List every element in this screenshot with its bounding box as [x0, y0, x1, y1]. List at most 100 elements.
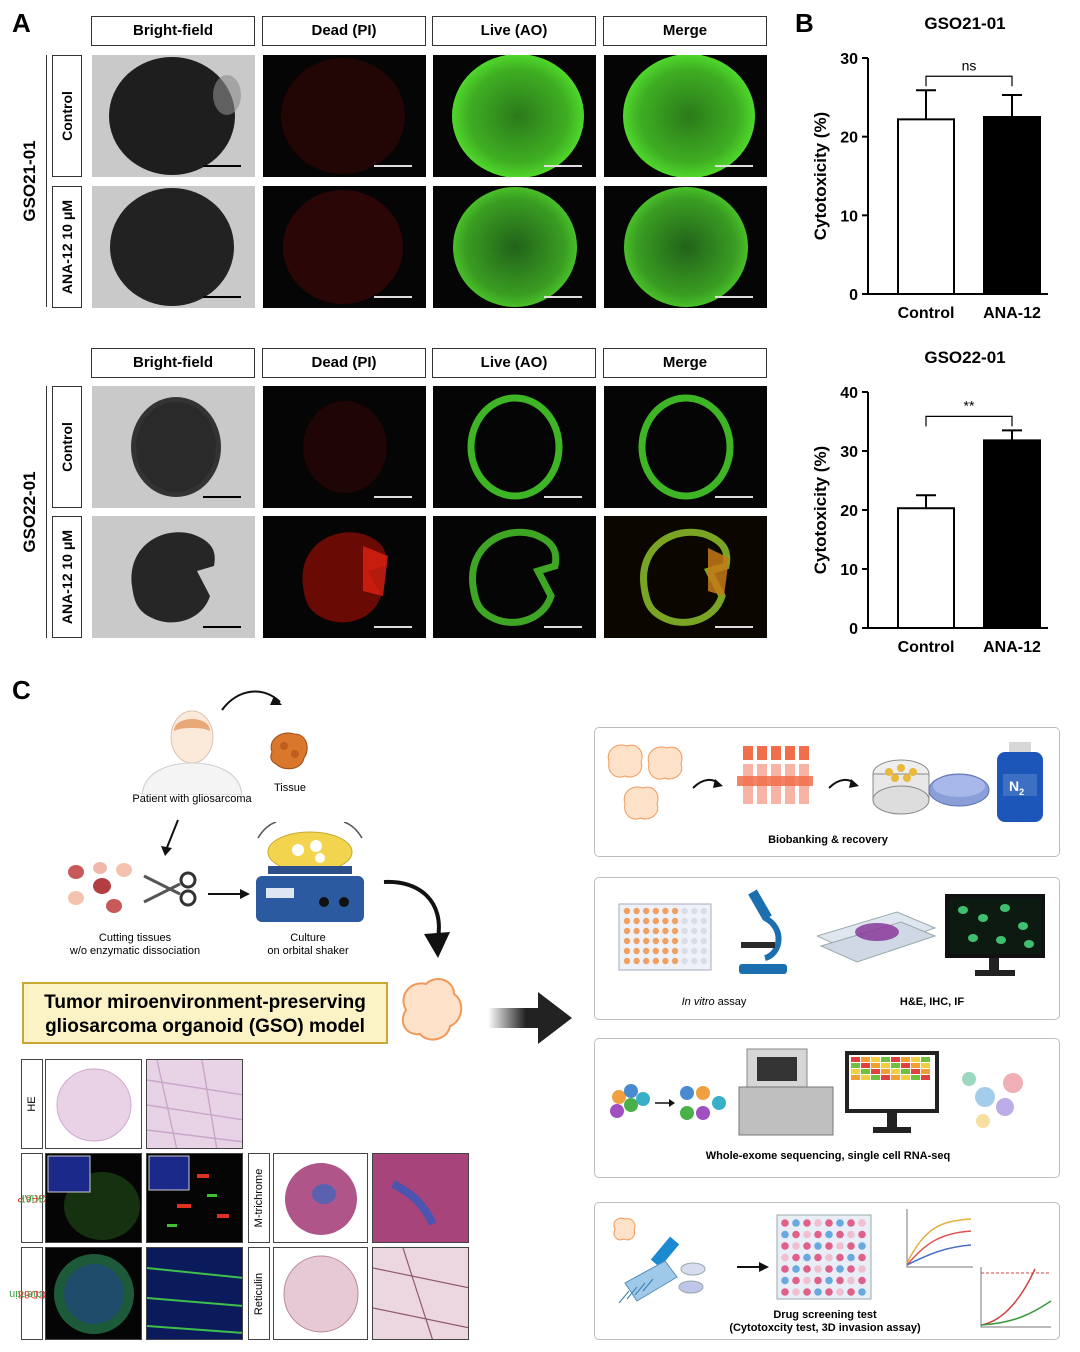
histo-image: [146, 1247, 243, 1340]
patient-label: Patient with gliosarcoma: [132, 793, 252, 805]
arrow-icon: [161, 819, 179, 856]
arrow-icon: [692, 778, 723, 789]
monitor-icon: [945, 894, 1045, 976]
tissue-pieces-icon: [68, 862, 132, 913]
tissue-label: Tissue: [274, 782, 306, 794]
n2-label: N2: [1009, 778, 1025, 797]
histo-image: [273, 1153, 368, 1243]
heatmap-monitor-icon: [845, 1051, 939, 1133]
histo-image: [45, 1059, 142, 1149]
well-plate-icon: [618, 903, 712, 971]
bar: [983, 116, 1041, 295]
micrograph-dead: [263, 386, 426, 508]
arrow-icon: [737, 1262, 769, 1272]
biobanking-label: Biobanking & recovery: [768, 834, 888, 846]
micrograph-live: [433, 386, 596, 508]
micrograph-brightfield: [92, 516, 255, 638]
micrograph-merge: [604, 186, 767, 308]
significance-bracket: [925, 75, 1013, 87]
histo-label-he: HE: [21, 1059, 43, 1149]
histo-label-gfap-ki67: GFAP/Ki67: [17, 1153, 47, 1243]
y-tick-label: 30: [840, 51, 858, 68]
slide-icon: [817, 911, 937, 963]
histo-image: [45, 1153, 142, 1243]
group-line: [46, 386, 47, 638]
bar: [983, 439, 1041, 629]
col-header-brightfield: Bright-field: [91, 16, 255, 46]
orbital-shaker-icon: [256, 822, 364, 922]
micrograph-merge: [604, 55, 767, 177]
histo-image: [146, 1153, 243, 1243]
sequencing-card: Whole-exome sequencing, single cell RNA-…: [594, 1038, 1060, 1178]
biobanking-card: N2 Biobanking & recovery: [594, 727, 1060, 857]
culture-label: Culture: [290, 932, 326, 944]
assay-card: In vitro assay H&E, IHC, IF: [594, 877, 1060, 1020]
big-arrow-icon: [488, 992, 572, 1044]
arrow-icon: [221, 690, 282, 711]
arrow-icon: [208, 889, 250, 899]
micrograph-live: [433, 516, 596, 638]
x-tick-label: ANA-12: [983, 639, 1041, 656]
curved-arrow-icon: [383, 879, 450, 958]
micrograph-live: [433, 55, 596, 177]
cell-cluster-icon: [610, 1084, 726, 1120]
group-label-gso22: GSO22-01: [20, 471, 39, 553]
micrograph-dead: [263, 516, 426, 638]
row-label-ana12: ANA-12 10 μM: [52, 516, 82, 638]
bar: [897, 507, 955, 629]
culture-dish-icon: [872, 759, 990, 815]
micrograph-dead: [263, 186, 426, 308]
tissue-icon: [270, 732, 308, 770]
invitro-label: In vitro assay: [681, 996, 747, 1008]
row-label-control: Control: [52, 55, 82, 177]
histo-label-cd68-vimentin: CD68/Vimentin: [9, 1247, 55, 1340]
cutting-label: Cutting tissues: [98, 932, 172, 944]
histo-image: [273, 1247, 368, 1340]
culture-label: on orbital shaker: [267, 945, 349, 957]
row-label-ana12: ANA-12 10 μM: [52, 186, 82, 308]
gso-model-title: Tumor miroenvironment-preserving gliosar…: [22, 982, 388, 1044]
sequencing-label: Whole-exome sequencing, single cell RNA-…: [705, 1150, 951, 1162]
cutting-label: w/o enzymatic dissociation: [69, 945, 201, 957]
significance-label: **: [964, 397, 975, 413]
pipette-icon: [618, 1236, 706, 1304]
drug-plate-icon: [776, 1214, 872, 1300]
x-tick-label: Control: [898, 639, 955, 656]
significance-label: ns: [962, 57, 977, 73]
x-tick-label: Control: [898, 305, 955, 322]
micrograph-brightfield: [92, 386, 255, 508]
micrograph-brightfield: [92, 55, 255, 177]
drug-screening-card: Drug screening test (Cytotoxcity test, 3…: [594, 1202, 1060, 1340]
y-tick-label: 0: [849, 287, 858, 304]
col-header-brightfield: Bright-field: [91, 348, 255, 378]
significance-bracket: [925, 415, 1013, 427]
drug-screening-label: (Cytotoxcity test, 3D invasion assay): [729, 1322, 921, 1334]
tube-rack-icon: [737, 746, 813, 804]
organoids-icon: [607, 744, 683, 820]
drug-screening-label: Drug screening test: [773, 1309, 877, 1321]
col-header-merge: Merge: [603, 16, 767, 46]
col-header-dead: Dead (PI): [262, 348, 426, 378]
histo-image: [372, 1247, 469, 1340]
micrograph-merge: [604, 516, 767, 638]
patient-illustration: [141, 710, 243, 795]
y-tick-label: 10: [840, 562, 858, 579]
y-tick-label: 30: [840, 444, 858, 461]
col-header-merge: Merge: [603, 348, 767, 378]
col-header-live: Live (AO): [432, 16, 596, 46]
y-tick-label: 40: [840, 385, 858, 402]
organoid-icon: [401, 978, 463, 1041]
group-label-gso21: GSO21-01: [20, 140, 39, 222]
histo-label-reticulin: Reticulin: [248, 1247, 270, 1340]
col-header-dead: Dead (PI): [262, 16, 426, 46]
col-header-live: Live (AO): [432, 348, 596, 378]
panel-b-letter: B: [795, 8, 814, 38]
scissors-icon: [143, 871, 197, 907]
histo-image: [372, 1153, 469, 1243]
tsne-plot-icon: [962, 1072, 1023, 1128]
micrograph-live: [433, 186, 596, 308]
y-tick-label: 20: [840, 503, 858, 520]
row-label-control: Control: [52, 386, 82, 508]
